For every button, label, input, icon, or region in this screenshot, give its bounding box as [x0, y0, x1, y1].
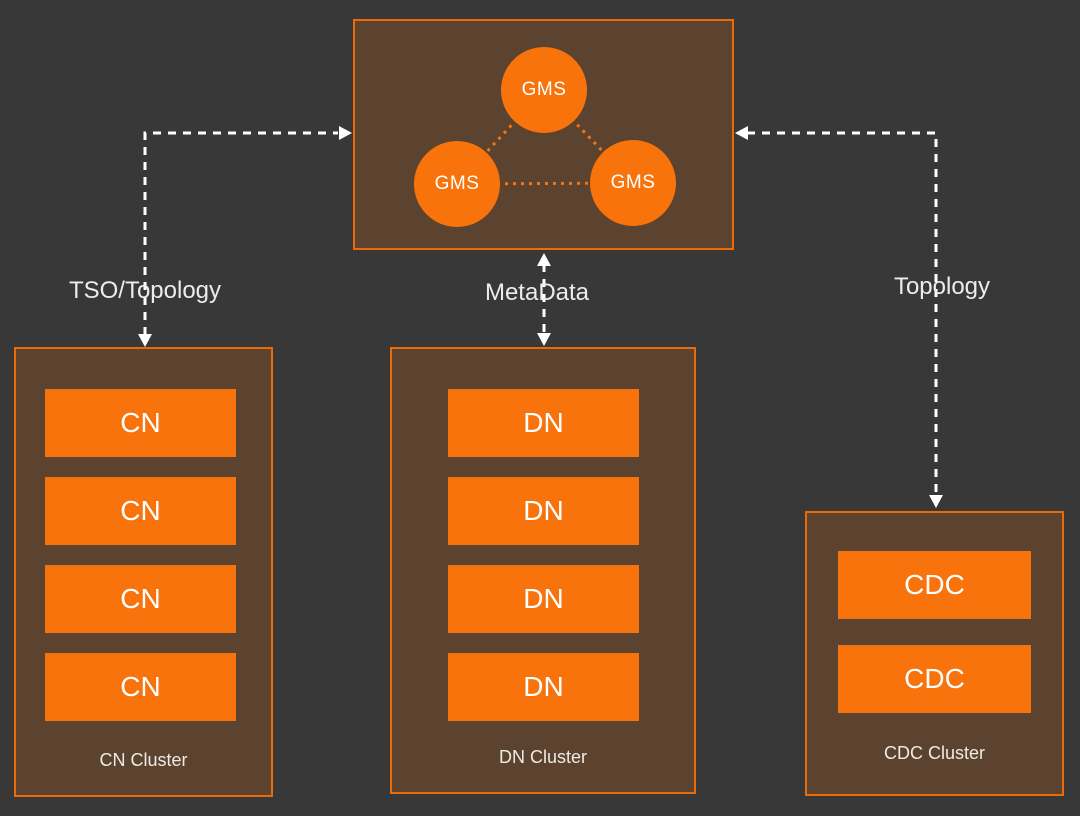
dn-node-label: DN — [523, 495, 564, 526]
dn-node: DN — [448, 389, 639, 457]
gms-node-label: GMS — [521, 79, 567, 100]
cn-cluster-box: CN CN CN CN CN Cluster — [14, 347, 273, 797]
cn-cluster-caption: CN Cluster — [99, 750, 188, 770]
connector-label-metadata: MetaData — [484, 279, 590, 306]
cn-node-label: CN — [120, 495, 161, 526]
dn-node-label: DN — [523, 407, 564, 438]
cn-node: CN — [45, 477, 236, 545]
dn-node: DN — [448, 653, 639, 721]
cn-node: CN — [45, 653, 236, 721]
dn-node-label: DN — [523, 583, 564, 614]
dn-cluster-caption: DN Cluster — [498, 747, 587, 767]
cdc-node: CDC — [838, 645, 1031, 713]
gms-box: GMS GMS GMS — [353, 19, 734, 250]
connector-label-tso-topology: TSO/Topology — [68, 277, 222, 304]
gms-node-label: GMS — [434, 173, 480, 194]
cdc-node-label: CDC — [904, 569, 965, 600]
dn-node-label: DN — [523, 671, 564, 702]
dn-node: DN — [448, 565, 639, 633]
dn-cluster-box: DN DN DN DN DN Cluster — [390, 347, 696, 794]
cn-node-label: CN — [120, 583, 161, 614]
gms-node: GMS — [501, 47, 587, 133]
cdc-cluster-box: CDC CDC CDC Cluster — [805, 511, 1064, 796]
cn-node: CN — [45, 389, 236, 457]
cdc-node: CDC — [838, 551, 1031, 619]
cn-node: CN — [45, 565, 236, 633]
cn-node-label: CN — [120, 671, 161, 702]
cdc-cluster-caption: CDC Cluster — [883, 743, 985, 763]
cdc-node-label: CDC — [904, 663, 965, 694]
connector-label-topology: Topology — [893, 273, 991, 300]
gms-node: GMS — [414, 141, 500, 227]
dn-node: DN — [448, 477, 639, 545]
cn-node-label: CN — [120, 407, 161, 438]
gms-node-label: GMS — [610, 172, 656, 193]
gms-node: GMS — [590, 140, 676, 226]
